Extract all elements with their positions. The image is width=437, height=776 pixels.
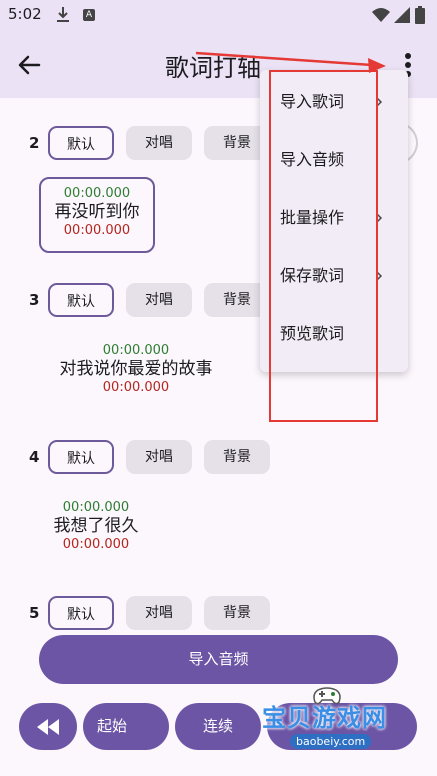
end-time[interactable]: 00:00.000 (63, 223, 131, 238)
battery-icon (415, 6, 425, 24)
cell-signal-icon (394, 7, 410, 23)
chevron-right-icon (376, 213, 383, 223)
menu-item-label: 导入歌词 (280, 92, 345, 111)
menu-item-import-audio[interactable]: 导入音频 (260, 131, 408, 189)
back-arrow-icon[interactable] (14, 50, 44, 80)
rewind-button[interactable] (19, 703, 77, 750)
start-button[interactable]: 起始 (83, 703, 169, 750)
watermark-url: baobeiy.com (290, 734, 372, 749)
lyric-text: 再没听到你 (54, 202, 140, 222)
chip-default[interactable]: 默认 (48, 596, 114, 630)
continue-button-label: 连续 (203, 717, 234, 735)
chip-default[interactable]: 默认 (48, 440, 114, 474)
line-number: 5 (29, 604, 40, 622)
chevron-right-icon (376, 97, 383, 107)
lyric-item[interactable]: 00:00.000 对我说你最爱的故事 00:00.000 (40, 343, 232, 395)
wifi-icon (372, 8, 390, 22)
a-badge-icon: A (83, 9, 95, 21)
watermark-text: 宝贝游戏网 (262, 704, 387, 732)
chip-default[interactable]: 默认 (48, 283, 114, 317)
menu-item-save-lyrics[interactable]: 保存歌词 (260, 247, 408, 305)
status-time: 5:02 (8, 5, 42, 23)
line-number: 4 (29, 448, 40, 466)
status-bar: 5:02 A (0, 0, 437, 32)
menu-item-import-lyrics[interactable]: 导入歌词 (260, 73, 408, 131)
end-time[interactable]: 00:00.000 (62, 537, 130, 552)
download-icon (57, 7, 69, 22)
lyric-item[interactable]: 00:00.000 再没听到你 00:00.000 (39, 177, 155, 253)
start-button-label: 起始 (97, 717, 128, 735)
chip-background[interactable]: 背景 (204, 596, 270, 630)
menu-item-preview-lyrics[interactable]: 预览歌词 (260, 305, 408, 363)
menu-item-label: 预览歌词 (280, 324, 345, 343)
import-audio-button[interactable]: 导入音频 (39, 635, 398, 684)
end-time[interactable]: 00:00.000 (102, 380, 170, 395)
menu-item-batch-ops[interactable]: 批量操作 (260, 189, 408, 247)
chip-background[interactable]: 背景 (204, 440, 270, 474)
start-time[interactable]: 00:00.000 (62, 500, 130, 515)
chip-background[interactable]: 背景 (204, 283, 270, 317)
line-number: 3 (29, 291, 40, 309)
lyric-text: 我想了很久 (53, 516, 139, 536)
rewind-icon (37, 719, 59, 735)
menu-item-label: 保存歌词 (280, 266, 345, 285)
continue-button[interactable]: 连续 (175, 703, 261, 750)
chip-duet[interactable]: 对唱 (126, 440, 192, 474)
line-number: 2 (29, 134, 40, 152)
start-time[interactable]: 00:00.000 (102, 343, 170, 358)
menu-item-label: 批量操作 (280, 208, 345, 227)
lyric-item[interactable]: 00:00.000 我想了很久 00:00.000 (40, 500, 152, 552)
chip-duet[interactable]: 对唱 (126, 596, 192, 630)
annotation-box (269, 70, 378, 422)
overflow-menu: 导入歌词 导入音频 批量操作 保存歌词 预览歌词 (260, 70, 408, 372)
chip-duet[interactable]: 对唱 (126, 126, 192, 160)
start-time[interactable]: 00:00.000 (63, 186, 131, 201)
chip-background[interactable]: 背景 (204, 126, 270, 160)
chip-duet[interactable]: 对唱 (126, 283, 192, 317)
watermark: 宝贝游戏网 baobeiy.com (258, 686, 420, 756)
lyric-list[interactable]: 2 默认 对唱 背景 00:00.000 再没听到你 00:00.000 3 默… (0, 98, 437, 630)
gamepad-icon (313, 687, 341, 705)
chevron-right-icon (376, 271, 383, 281)
page-title: 歌词打轴 (165, 54, 261, 82)
menu-item-label: 导入音频 (280, 150, 345, 169)
lyric-text: 对我说你最爱的故事 (59, 359, 213, 379)
chip-default[interactable]: 默认 (48, 126, 114, 160)
